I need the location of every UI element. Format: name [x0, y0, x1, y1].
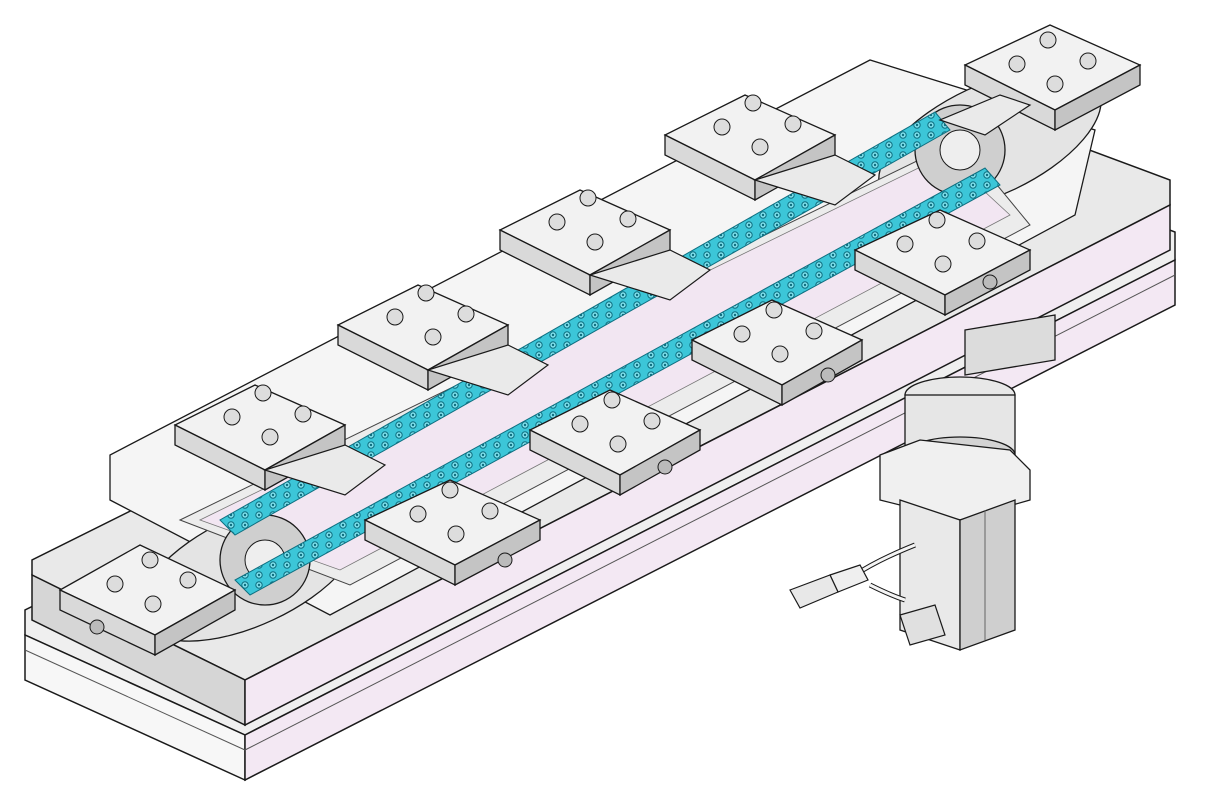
carriage-icon	[690, 299, 864, 407]
carriage-icon	[663, 94, 877, 206]
carriage-icon	[363, 479, 542, 587]
carriage-icon	[173, 384, 387, 496]
carriage-icon	[58, 544, 237, 657]
carriage-icon	[938, 24, 1142, 136]
carriage-icon	[853, 209, 1032, 317]
cable-connector-icon	[789, 542, 946, 646]
carriage-icon	[528, 389, 702, 497]
carriage-row-back	[173, 24, 1142, 496]
carriage-icon	[498, 189, 712, 301]
carriage-row-front	[58, 209, 1032, 657]
carriage-icon	[336, 284, 550, 396]
chain-icon	[219, 111, 1001, 596]
